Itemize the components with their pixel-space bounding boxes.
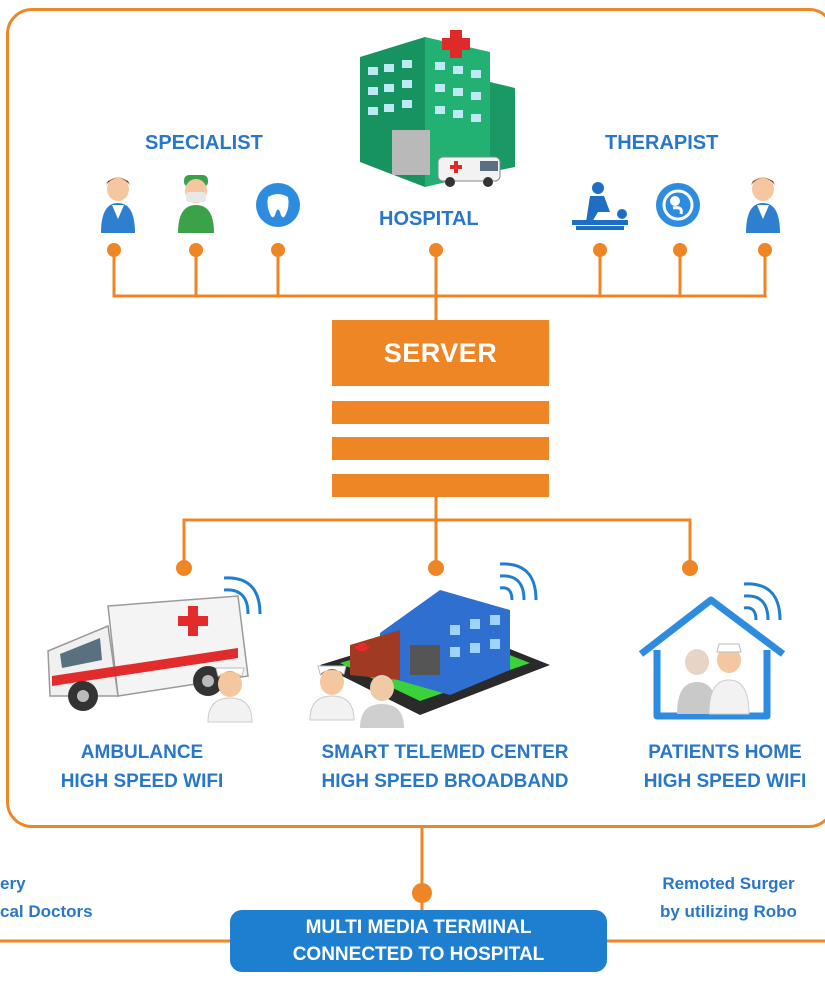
left-note-line1: ery — [0, 874, 26, 893]
terminal-line1: MULTI MEDIA TERMINAL — [305, 917, 532, 938]
terminal-line2: CONNECTED TO HOSPITAL — [292, 944, 545, 965]
ambulance-icon — [47, 595, 249, 711]
doctor-icon — [101, 177, 135, 233]
left-note-line2: cal Doctors — [0, 902, 93, 921]
network-frame — [6, 8, 825, 828]
telemed-caption-line1: SMART TELEMED CENTER — [321, 742, 569, 763]
house-icon — [638, 596, 786, 720]
home-caption-line2: HIGH SPEED WIFI — [643, 771, 807, 792]
right-note-line2: by utilizing Robo — [660, 902, 797, 921]
hospital-icon — [360, 30, 515, 187]
tooth-icon — [256, 183, 300, 227]
therapist-label: THERAPIST — [605, 132, 719, 154]
server-rack-bar — [332, 474, 549, 497]
ambulance-caption-line1: AMBULANCE — [80, 742, 204, 763]
doctor-icon — [746, 177, 780, 233]
server-box: SERVER — [332, 320, 549, 386]
nurse-icon — [309, 665, 355, 721]
fetus-icon — [656, 183, 700, 227]
surgeon-icon — [178, 175, 214, 233]
server-rack-bar — [332, 401, 549, 424]
wifi-icon — [743, 582, 782, 621]
left-note: ery cal Doctors — [0, 870, 93, 926]
nurse-icon — [360, 675, 404, 728]
right-note: Remoted Surger by utilizing Robo — [660, 870, 797, 926]
nurse-icon — [207, 667, 253, 723]
telemed-caption-line2: HIGH SPEED BROADBAND — [321, 771, 569, 792]
home-caption: PATIENTS HOME HIGH SPEED WIFI — [630, 738, 820, 796]
telemed-caption: SMART TELEMED CENTER HIGH SPEED BROADBAN… — [300, 738, 590, 796]
ambulance-caption-line2: HIGH SPEED WIFI — [60, 771, 224, 792]
ambulance-caption: AMBULANCE HIGH SPEED WIFI — [52, 738, 232, 796]
multimedia-terminal-box: MULTI MEDIA TERMINAL CONNECTED TO HOSPIT… — [230, 910, 607, 972]
right-note-line1: Remoted Surger — [662, 874, 795, 893]
home-caption-line1: PATIENTS HOME — [648, 742, 802, 763]
massage-therapy-icon — [572, 182, 628, 230]
wifi-icon — [499, 562, 538, 601]
hospital-label: HOSPITAL — [379, 208, 479, 230]
server-rack-bar — [332, 437, 549, 460]
specialist-label: SPECIALIST — [145, 132, 263, 154]
